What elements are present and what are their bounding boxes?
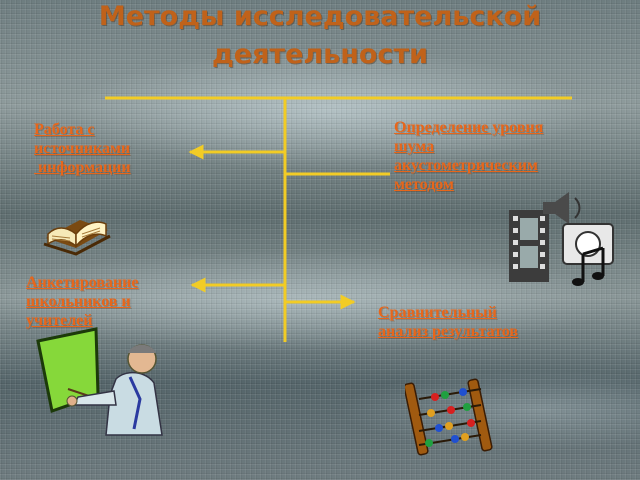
branch-line: Определение уровня bbox=[394, 119, 544, 136]
branch-line: школьников и bbox=[26, 293, 131, 310]
abacus-icon bbox=[405, 378, 493, 456]
branch-line: источниками bbox=[34, 140, 131, 157]
branch-label-top-left: Работа с источниками информации bbox=[34, 120, 131, 177]
slide-title-line-2: деятельности bbox=[211, 39, 429, 70]
branch-line: Анкетирование bbox=[26, 274, 139, 291]
branch-line: информации bbox=[34, 159, 131, 176]
branch-line: шума bbox=[394, 138, 435, 155]
branch-line: Сравнительный bbox=[378, 304, 497, 321]
branch-line: Работа с bbox=[34, 121, 95, 138]
branch-label-bottom-right: Сравнительный анализ результатов bbox=[378, 303, 518, 341]
teacher-icon bbox=[36, 327, 163, 436]
open-book-icon bbox=[43, 220, 111, 256]
branch-label-bottom-left: Анкетирование школьников и учителей bbox=[26, 273, 138, 330]
branch-line: методом bbox=[394, 176, 454, 193]
branch-line: анализ результатов bbox=[378, 323, 519, 340]
multimedia-icon bbox=[509, 192, 614, 286]
branch-line: учителей bbox=[26, 312, 93, 329]
slide-title-line-1: Методы исследовательской bbox=[98, 1, 542, 32]
branch-label-top-right: Определение уровня шума акустометрически… bbox=[394, 118, 543, 194]
branch-line: акустометрическим bbox=[394, 157, 538, 174]
